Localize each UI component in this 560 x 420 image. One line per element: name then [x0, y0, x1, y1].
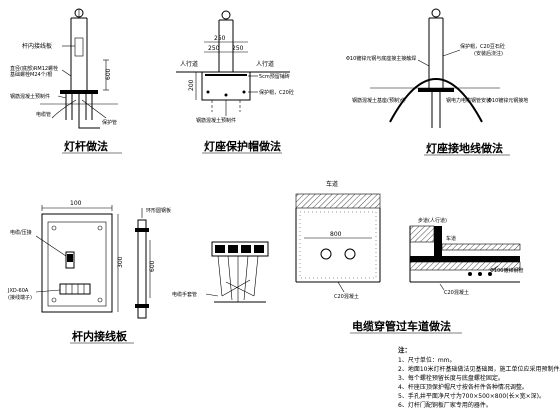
grounding-title: 灯座接地线做法 [426, 141, 503, 155]
pole-title: 灯杆做法 [64, 139, 108, 153]
road-carriageway-label: 车道 [446, 235, 456, 242]
road-crossing-title: 电缆穿管过车道做法 [352, 319, 451, 333]
terminal-side-dim: 600 [149, 260, 156, 272]
terminal-title: 杆内接线板 [72, 329, 128, 343]
road-c20-fill-2: C20混凝土 [444, 289, 469, 296]
base-left-dim: 250 [208, 45, 220, 52]
road-c20-fill: C20混凝土 [334, 293, 359, 300]
base-protect-cap: 保护帽，C20砼 [259, 89, 294, 96]
base-height-dim: 200 [188, 79, 195, 91]
note-item-3: 3、每个螺栓预留长度与底盘螺栓固定。 [398, 374, 504, 382]
terminal-width-dim: 100 [70, 200, 82, 207]
base-sidewalk-layer: 5cm预留铺砖 [259, 73, 290, 80]
terminal-note-2: (接线端子) [8, 294, 32, 301]
road-roadway-label: 车道 [326, 180, 338, 188]
road-crossing-detail: 车道 800 C20混凝土 步道(人行道) 车道 Φ100镀锌钢管 [295, 180, 523, 334]
note-item-2: 2、地面10米灯杆基础做法见基础图，施工单位应采用预制件。 [398, 365, 560, 373]
ground-cable-pipe: 钢电力电缆钢管安装 [446, 97, 491, 104]
ground-protect-cap-2: (安装后浇注) [474, 50, 503, 57]
base-cover-title: 灯座保护帽做法 [204, 139, 281, 153]
grounding-detail: Φ10镀锌元钢与底座接主接触焊 保护帽，C20豆石砼 (安装后浇注) 钢筋混凝土… [346, 8, 528, 156]
ground-bolt-note: Φ10镀锌元钢与底座接主接触焊 [346, 55, 416, 62]
pole-height-dim: 600 [105, 68, 112, 80]
splice-label: 电缆手套管 [172, 291, 197, 298]
terminal-board-detail: 100 300 电缆/压接 JXD-60A (接线端子) 环形圆钢板 6 [7, 200, 171, 344]
road-width-dim: 800 [330, 231, 342, 238]
pole-anchor-label-1: 直径(底部)RM12螺栓 [10, 65, 58, 72]
pole-inner-board-label: 杆内接线板 [22, 42, 52, 50]
note-item-1: 1、尺寸单位：mm。 [398, 356, 456, 364]
base-sidewalk-left: 人行道 [180, 60, 198, 68]
note-item-5: 5、手孔井平面净尺寸为700×500×800(长×宽×深)。 [398, 392, 545, 400]
pole-anchor-label-2: 基础螺栓M24个/根 [10, 71, 52, 78]
base-cover-detail: 250 250 250 200 人行道 人行道 5cm预留铺砖 保护帽，C20砼… [176, 10, 294, 154]
terminal-ring-label: 环形圆钢板 [146, 207, 171, 214]
note-item-4: 4、杆座压顶保护帽尺寸按各杆件各种情况调整。 [398, 383, 528, 391]
ground-protect-cap: 保护帽，C20豆石砼 [460, 43, 505, 50]
notes-heading: 注： [398, 345, 411, 354]
pole-pipe-label: 保护管 [102, 119, 117, 126]
base-top-dim: 250 [214, 35, 226, 42]
base-rebar-label: 钢筋混凝土预制件 [196, 117, 236, 124]
notes-block: 注： 1、尺寸单位：mm。 2、地面10米灯杆基础做法见基础图，施工单位应采用预… [398, 345, 560, 409]
note-item-6: 6、灯杆门配铜板厂家专用的器件。 [398, 401, 492, 409]
road-pipe-label: Φ100镀锌钢管 [490, 267, 523, 274]
base-right-dim: 250 [232, 45, 244, 52]
base-sidewalk-right: 人行道 [256, 60, 274, 68]
pole-cable-conduit-label: 电缆管 [36, 111, 51, 118]
pole-cover-label: 钢筋混凝土预制件 [10, 93, 50, 100]
ground-concrete-base: 钢筋混凝土基座(预制)件 [352, 97, 406, 104]
cable-splice-detail: 电缆手套管 [172, 241, 269, 303]
terminal-note-1: JXD-60A [7, 288, 29, 294]
ground-rod-label: Φ10镀锌元钢接地 [488, 97, 528, 104]
pole-detail: 600 杆内接线板 直径(底部)RM12螺栓 基础螺栓M24个/根 钢筋混凝土预… [10, 8, 122, 154]
terminal-height-dim: 300 [117, 256, 124, 268]
terminal-wire-clamp: 电缆/压接 [10, 229, 32, 236]
road-sidewalk-label: 步道(人行道) [418, 217, 447, 224]
